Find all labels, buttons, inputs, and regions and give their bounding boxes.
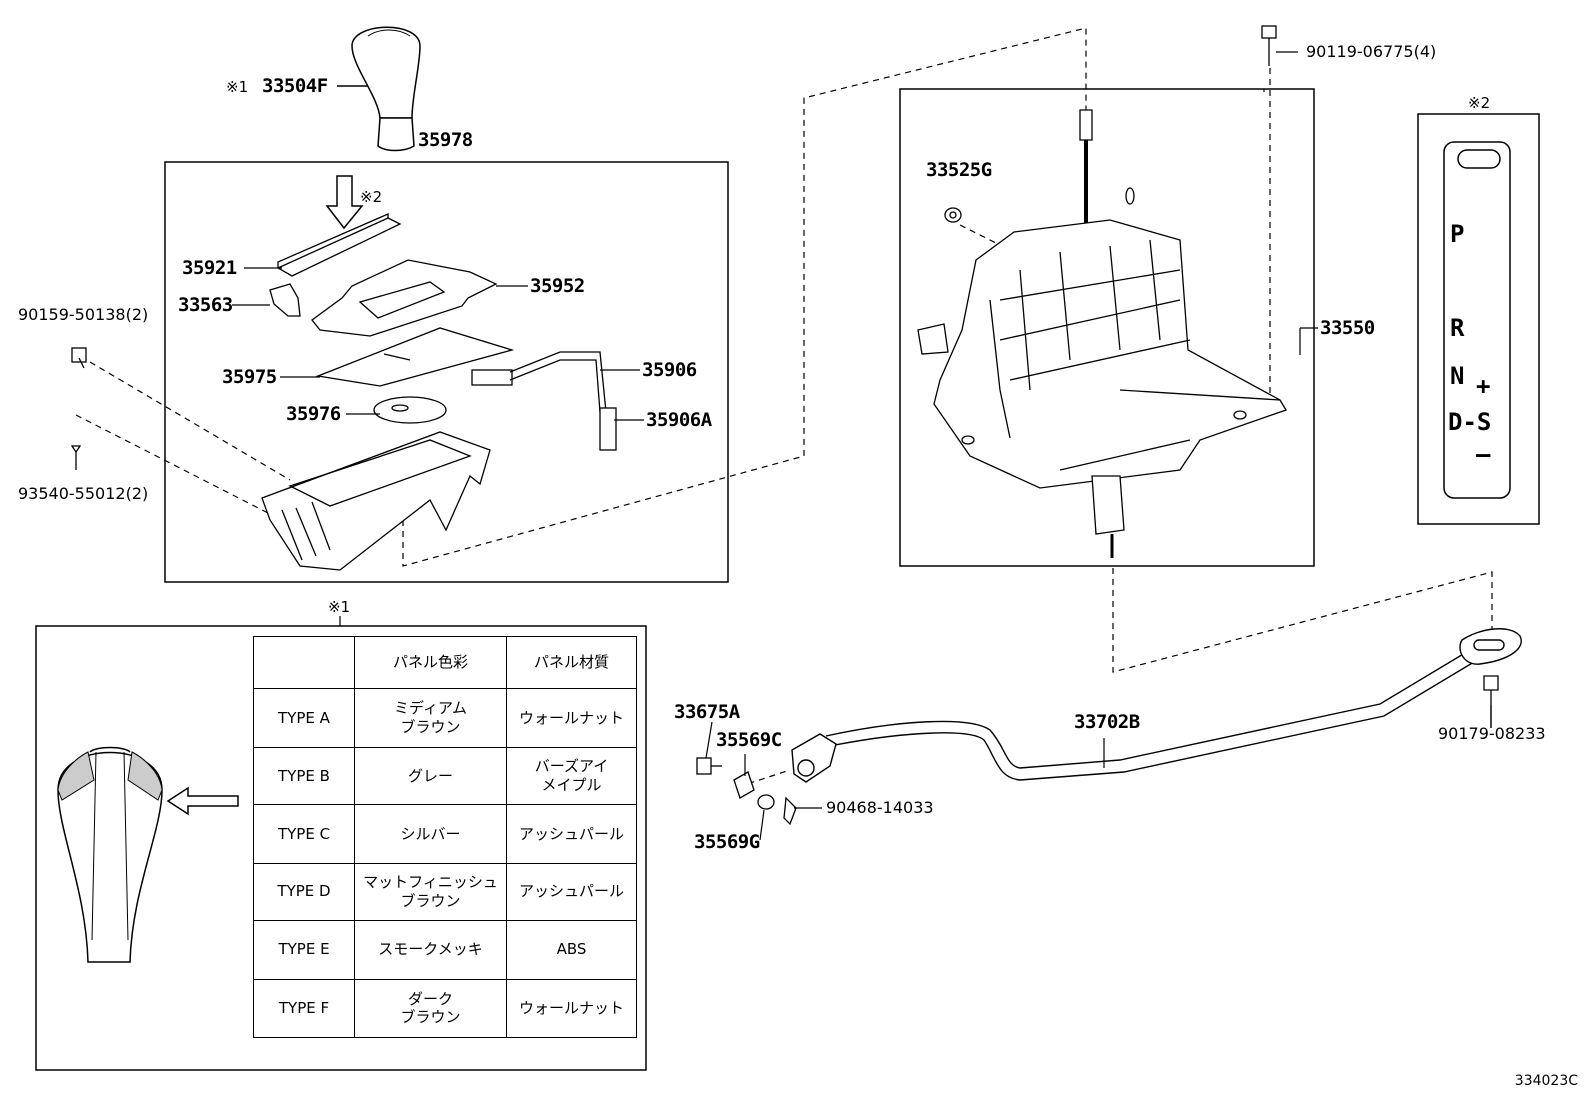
label-33702B: 33702B [1074, 711, 1140, 733]
table-row-type: TYPE F [253, 978, 355, 1038]
table-row-color: マットフィニッシュ ブラウン [354, 862, 507, 922]
label-93540: 93540-55012(2) [18, 484, 149, 503]
control-rod-icon [791, 628, 1522, 783]
gate-minus: – [1476, 440, 1491, 468]
left-arrow-icon [166, 786, 239, 816]
label-33525G: 33525G [926, 159, 992, 181]
dashed-leaders [75, 27, 1493, 788]
table-row-color: ダーク ブラウン [354, 978, 507, 1038]
shift-knob-icon [351, 26, 421, 152]
label-35976: 35976 [286, 403, 341, 425]
gate-r: R [1450, 314, 1465, 342]
label-35906A: 35906A [646, 409, 712, 431]
panel-assembly-frame [164, 161, 729, 583]
table-note: ※1 [328, 598, 351, 616]
label-90468: 90468-14033 [826, 798, 934, 817]
table-row-material: ABS [506, 920, 637, 980]
gate-plus: + [1476, 372, 1491, 400]
table-row-type: TYPE E [253, 920, 355, 980]
hardware-icons [70, 25, 1499, 826]
table-row-type: TYPE C [253, 804, 355, 864]
gate-p: P [1450, 220, 1465, 248]
knob-type-illustration-icon [57, 746, 163, 963]
table-row-type: TYPE D [253, 862, 355, 922]
table-header-color: パネル色彩 [354, 635, 507, 690]
panel-parts [261, 213, 617, 571]
table-row-color: シルバー [354, 804, 507, 864]
gate-ds: D-S [1448, 408, 1492, 436]
leader-lines [232, 51, 1492, 841]
table-row-color: ミディアム ブラウン [354, 688, 507, 748]
label-35952: 35952 [530, 275, 585, 297]
gate-panel-frame [1417, 113, 1540, 525]
label-33504F: 33504F [262, 75, 328, 97]
table-row-material: バーズアイ メイプル [506, 746, 637, 806]
table-row-material: ウォールナット [506, 978, 637, 1038]
arrow-note: ※2 [360, 188, 383, 206]
label-35978: 35978 [418, 129, 473, 151]
table-header-material: パネル材質 [506, 635, 637, 690]
label-35569G: 35569G [694, 831, 760, 853]
table-row-material: ウォールナット [506, 688, 637, 748]
table-row-color: グレー [354, 746, 507, 806]
shift-lever-assembly-icon [917, 109, 1287, 558]
label-35975: 35975 [222, 366, 277, 388]
label-90119: 90119-06775(4) [1306, 42, 1437, 61]
label-33563: 33563 [178, 294, 233, 316]
label-90179: 90179-08233 [1438, 724, 1546, 743]
table-row-type: TYPE A [253, 688, 355, 748]
gate-note: ※2 [1468, 94, 1491, 112]
knob-note: ※1 [226, 78, 249, 96]
table-row-material: アッシュパール [506, 804, 637, 864]
label-90159: 90159-50138(2) [18, 305, 149, 324]
label-35569C: 35569C [716, 729, 782, 751]
label-35921: 35921 [182, 257, 237, 279]
table-row-type: TYPE B [253, 746, 355, 806]
diagram-code: 334023C [1514, 1073, 1578, 1089]
gate-n: N [1450, 362, 1465, 390]
down-arrow-icon [325, 175, 364, 230]
label-35906: 35906 [642, 359, 697, 381]
table-row-material: アッシュパール [506, 862, 637, 922]
gate-panel-icon [1443, 141, 1511, 499]
table-row-color: スモークメッキ [354, 920, 507, 980]
table-header-blank [253, 635, 355, 690]
label-33675A: 33675A [674, 701, 740, 723]
knob-type-table: パネル色彩 パネル材質 TYPE A ミディアム ブラウン ウォールナット TY… [253, 635, 637, 1038]
knob-types-frame [35, 625, 647, 1071]
label-33550: 33550 [1320, 317, 1375, 339]
